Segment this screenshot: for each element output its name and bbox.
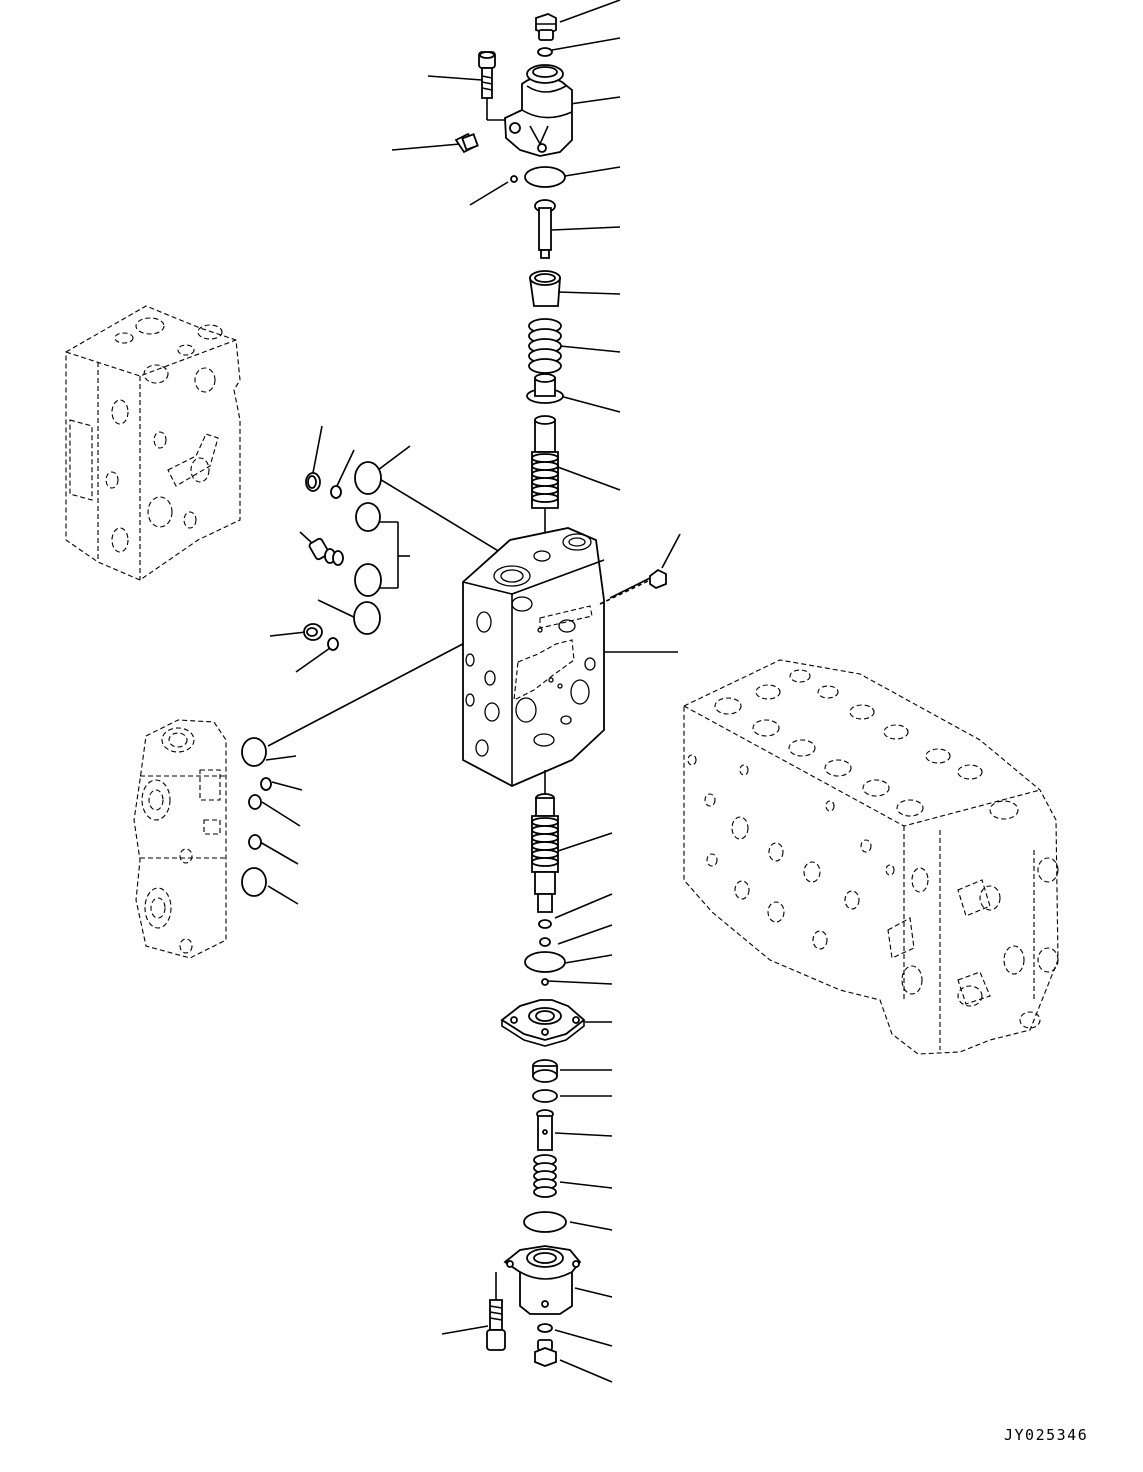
seal-set-upper [304, 462, 381, 650]
top-piston [535, 200, 555, 258]
block-side-plug [650, 570, 666, 588]
lower-spring [534, 1155, 556, 1197]
lower-small-ring [542, 979, 548, 985]
top-spring [529, 319, 561, 373]
top-gasket [525, 167, 565, 187]
top-spring-seat [530, 271, 560, 306]
bottom-o-ring [538, 1324, 552, 1332]
bottom-bolt [487, 1272, 505, 1350]
drawing-code-label: JY025346 [1004, 1426, 1089, 1444]
top-plug [536, 14, 556, 40]
top-bolt [479, 52, 505, 120]
valve-block [463, 528, 604, 786]
lower-pin [537, 1110, 553, 1150]
main-spool-lower [532, 770, 558, 912]
top-retainer [527, 374, 563, 403]
lower-o-ring-3 [533, 1090, 557, 1102]
lower-gasket [525, 952, 565, 972]
top-cover-housing [505, 65, 572, 156]
reference-control-valve-right [684, 660, 1058, 1054]
bottom-gasket [524, 1212, 566, 1232]
top-o-ring [538, 48, 552, 56]
main-spool-upper [532, 416, 558, 540]
check-pin [308, 538, 343, 565]
leader-lines [260, 0, 680, 1382]
bottom-plug [535, 1340, 556, 1366]
lower-o-ring-1 [539, 920, 551, 928]
lower-flange [502, 1000, 584, 1046]
lower-o-ring-2 [540, 938, 550, 946]
reference-valve-assembly-left [66, 306, 240, 580]
lower-collar [533, 1060, 557, 1082]
side-plug [456, 134, 478, 152]
seal-set-lower [242, 738, 271, 896]
reference-side-block [134, 720, 226, 958]
bottom-cover [505, 1246, 580, 1314]
small-ring [511, 176, 517, 182]
